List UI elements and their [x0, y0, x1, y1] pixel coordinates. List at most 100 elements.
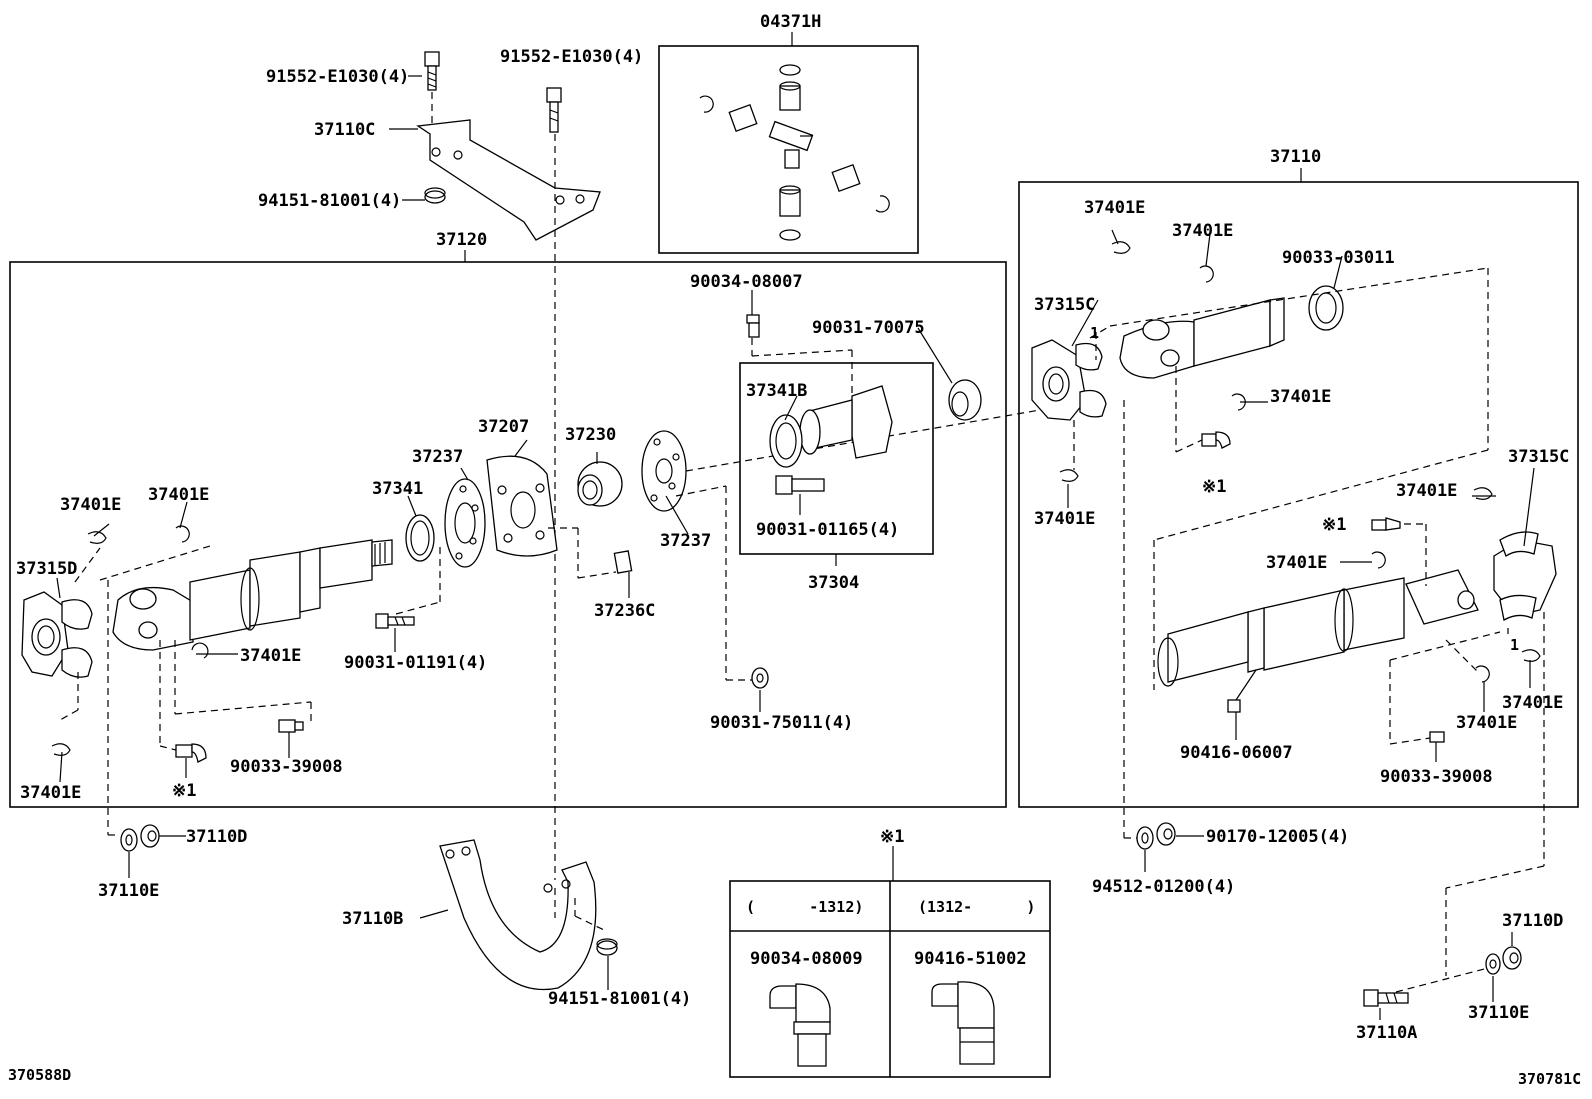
shaft-tube-left	[189, 539, 393, 641]
seal-90031-70075	[948, 379, 982, 421]
hanger-bracket-37110B	[439, 839, 597, 991]
label-37341: 37341	[372, 479, 423, 499]
label-37315D: 37315D	[16, 559, 77, 579]
snap-rings-left	[51, 525, 209, 756]
grease-nipple-90416-06007	[1227, 699, 1241, 713]
label-04371H: 04371H	[760, 12, 821, 32]
label-90034-08007: 90034-08007	[690, 272, 803, 292]
legend-col1-range: ( -1312)	[746, 898, 863, 916]
seal-37341	[405, 514, 435, 562]
washer-94512	[1136, 826, 1154, 850]
legend-col2-range: (1312- )	[918, 898, 1035, 916]
nut-94151-bottom	[596, 938, 618, 956]
label-37401E-l3: 37401E	[240, 646, 301, 666]
ref-mark-left: ※1	[172, 781, 196, 801]
label-37237-right: 37237	[660, 531, 711, 551]
nut-37110D-left	[140, 824, 160, 848]
snap-rings-right	[1059, 241, 1541, 683]
plug-90033-39008-right	[1429, 731, 1445, 743]
washer-37110E-right	[1485, 953, 1501, 975]
nut-90031-75011	[751, 667, 769, 689]
label-37110D-right: 37110D	[1502, 911, 1563, 931]
bolt-90031-01191	[375, 613, 415, 629]
nut-90170	[1156, 822, 1176, 846]
bearing-37230	[577, 461, 623, 507]
label-37304: 37304	[808, 573, 859, 593]
label-90031-01165: 90031-01165(4)	[756, 520, 899, 540]
label-94151-top: 94151-81001(4)	[258, 191, 401, 211]
grease-fitting-right-upper	[1201, 431, 1231, 449]
label-37110E-right: 37110E	[1468, 1003, 1529, 1023]
label-37237-left: 37237	[412, 447, 463, 467]
flange-37237-right	[641, 430, 687, 512]
label-90031-70075: 90031-70075	[812, 318, 925, 338]
spacer-37236C	[613, 550, 633, 574]
sub-mark-2: 1	[1090, 324, 1099, 342]
label-90033-39008-right: 90033-39008	[1380, 767, 1493, 787]
label-37110D-left: 37110D	[186, 827, 247, 847]
label-figure-code-left: 370588D	[8, 1066, 71, 1084]
flange-37237-left	[444, 478, 486, 568]
label-37401E-r3: 37401E	[1270, 387, 1331, 407]
flange-yoke-37315C-upper	[1031, 339, 1107, 421]
label-37401E-l2: 37401E	[148, 485, 209, 505]
label-90416-06007: 90416-06007	[1180, 743, 1293, 763]
ref-mark-right-upper: ※1	[1202, 477, 1226, 497]
label-90031-75011: 90031-75011(4)	[710, 713, 853, 733]
label-90033-39008-left: 90033-39008	[230, 757, 343, 777]
assembly-frame-37110	[1018, 181, 1579, 808]
label-37110C: 37110C	[314, 120, 375, 140]
legend-col2-part: 90416-51002	[914, 949, 1027, 969]
label-94512-01200: 94512-01200(4)	[1092, 877, 1235, 897]
leaders-right	[1067, 229, 1545, 993]
grease-fitting-right-lower	[1371, 517, 1401, 531]
label-37236C: 37236C	[594, 601, 655, 621]
label-37401E-r4: 37401E	[1034, 509, 1095, 529]
label-37401E-r5: 37401E	[1396, 481, 1457, 501]
bracket-37110C	[416, 119, 601, 241]
label-91552-left: 91552-E1030(4)	[266, 67, 409, 87]
nut-94151-top	[424, 187, 446, 204]
label-figure-code-right: 370781C	[1518, 1070, 1581, 1088]
bolt-37110A	[1363, 989, 1409, 1007]
label-37120: 37120	[436, 230, 487, 250]
label-37401E-r2: 37401E	[1172, 221, 1233, 241]
rubber-mount-37207	[486, 455, 558, 557]
note-mark-1: ※1	[880, 827, 904, 847]
plug-90033-39008-left	[278, 719, 304, 733]
leaders-left	[56, 409, 1041, 836]
label-37315C-upper: 37315C	[1034, 295, 1095, 315]
fitting-90416-51002	[931, 981, 995, 1065]
flange-yoke-37315D	[21, 591, 93, 678]
sub-mark-1: 1	[1510, 636, 1519, 654]
label-37230: 37230	[565, 425, 616, 445]
label-37110E-left: 37110E	[98, 881, 159, 901]
bolt-91552-left	[424, 51, 440, 91]
label-37401E-r7: 37401E	[1502, 693, 1563, 713]
label-37401E-r1: 37401E	[1084, 198, 1145, 218]
label-90033-03011: 90033-03011	[1282, 248, 1395, 268]
fitting-90034-08009	[769, 983, 831, 1067]
label-90170-12005: 90170-12005(4)	[1206, 827, 1349, 847]
label-37110A: 37110A	[1356, 1023, 1417, 1043]
label-37207: 37207	[478, 417, 529, 437]
washer-37110E-left	[120, 828, 138, 852]
slip-yoke-right-upper	[1119, 297, 1285, 379]
label-91552-right: 91552-E1030(4)	[500, 47, 643, 67]
nut-37110D-right	[1502, 946, 1522, 970]
grease-nipple-90034-08007	[746, 314, 760, 338]
label-90031-01191: 90031-01191(4)	[344, 653, 487, 673]
bolt-91552-right	[546, 87, 562, 133]
flange-yoke-37315C-lower	[1493, 531, 1557, 622]
label-37401E-r8: 37401E	[1456, 713, 1517, 733]
legend-table	[729, 846, 1051, 1078]
slip-yoke-left	[112, 586, 194, 651]
ref-mark-right-lower: ※1	[1322, 515, 1346, 535]
label-37110: 37110	[1270, 147, 1321, 167]
shaft-tube-right-lower	[1157, 569, 1479, 687]
label-37341B: 37341B	[746, 381, 807, 401]
legend-col1-part: 90034-08009	[750, 949, 863, 969]
grease-fitting-left	[175, 743, 207, 763]
center-bearing-37304	[769, 385, 893, 495]
label-37401E-l1: 37401E	[60, 495, 121, 515]
